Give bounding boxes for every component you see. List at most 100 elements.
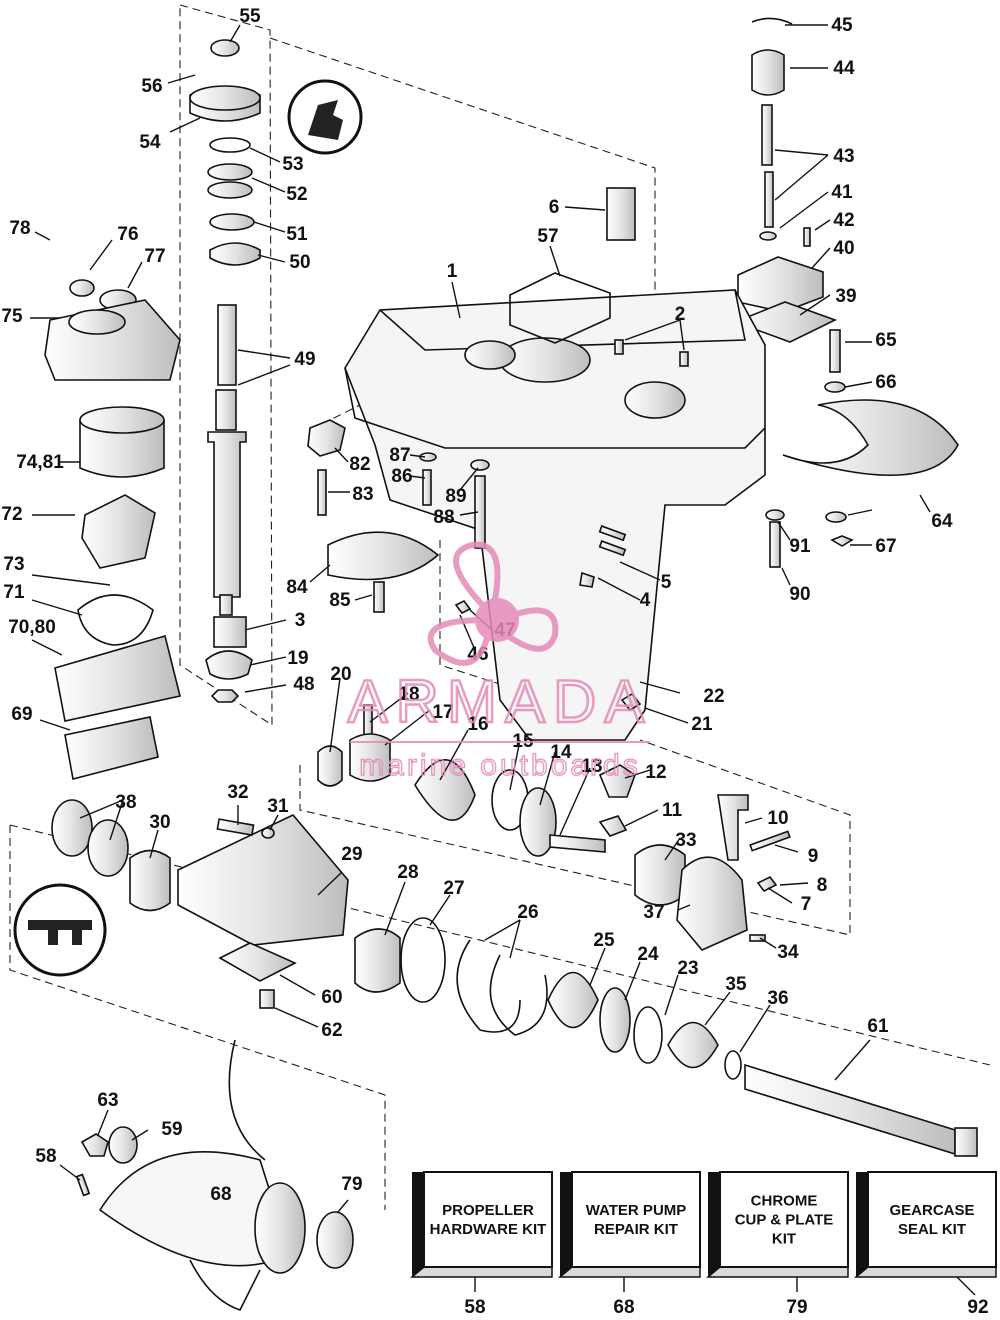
kit-box-bottom: [557, 1266, 701, 1278]
kit-title-line: WATER PUMP: [586, 1202, 687, 1219]
part-label-1: 1: [447, 261, 458, 282]
part-label-32: 32: [227, 782, 248, 803]
part-label-28: 28: [397, 862, 418, 883]
part-label-10: 10: [767, 808, 788, 829]
part-label-14: 14: [550, 742, 572, 763]
part-label-45: 45: [831, 15, 853, 36]
part-label-60: 60: [321, 987, 342, 1008]
part-label-9: 9: [808, 846, 819, 867]
part-label-8: 8: [817, 875, 828, 896]
part-label-26: 26: [517, 902, 538, 923]
part-label-56: 56: [141, 76, 162, 97]
kit-title-line: KIT: [772, 1231, 796, 1248]
kit-box-face: [719, 1171, 849, 1268]
part-label-83: 83: [352, 484, 373, 505]
part-label-53: 53: [282, 154, 303, 175]
part-label-90: 90: [789, 584, 810, 605]
part-label-3: 3: [295, 610, 306, 631]
part-label-54: 54: [139, 132, 161, 153]
part-label-87: 87: [389, 445, 410, 466]
part-label-12: 12: [645, 762, 666, 783]
part-label-84: 84: [286, 577, 308, 598]
part-label-92: 92: [0, 0, 11, 5]
armada-watermark: ARMADA marine outboards: [346, 541, 653, 783]
kit-number-79: 79: [786, 1297, 807, 1318]
part-label-34: 34: [777, 942, 799, 963]
part-label-78: 78: [9, 218, 30, 239]
part-label-52: 52: [286, 184, 307, 205]
kit-box-bottom: [705, 1266, 849, 1278]
part-label-7: 7: [801, 894, 812, 915]
part-label-41: 41: [831, 182, 853, 203]
part-label-66: 66: [875, 372, 896, 393]
kit-title-line: SEAL KIT: [898, 1221, 966, 1238]
kit-number-68: 68: [613, 1297, 634, 1318]
part-label-61: 61: [867, 1016, 889, 1037]
kit-box-face: [423, 1171, 553, 1268]
part-label-4: 4: [640, 590, 651, 611]
part-label-62: 62: [321, 1020, 342, 1041]
part-label-69: 69: [11, 704, 32, 725]
part-label-5: 5: [661, 572, 672, 593]
part-label-79: 79: [341, 1174, 362, 1195]
grease-seal-icon: [13, 883, 107, 977]
kit-box-side: [560, 1172, 572, 1277]
kit-number-58: 58: [464, 1297, 485, 1318]
part-label-33: 33: [675, 830, 696, 851]
part-label-16: 16: [467, 714, 488, 735]
part-label-42: 42: [833, 210, 854, 231]
part-label-39: 39: [835, 286, 856, 307]
part-label-86: 86: [391, 466, 412, 487]
part-label-24: 24: [637, 944, 659, 965]
part-label-20: 20: [330, 664, 351, 685]
part-label-30: 30: [149, 812, 170, 833]
part-label-36: 36: [767, 988, 788, 1009]
part-label-11: 11: [662, 800, 683, 821]
sealant-tube-icon: [287, 79, 363, 155]
part-label-43: 43: [833, 146, 854, 167]
parts-drawing: [44, 17, 978, 1311]
part-label-65: 65: [875, 330, 897, 351]
part-label-68: 68: [210, 1184, 231, 1205]
part-label-89: 89: [445, 486, 466, 507]
part-label-21: 21: [691, 714, 713, 735]
part-label-22: 22: [703, 686, 724, 707]
part-label-29: 29: [341, 844, 362, 865]
watermark-brand: ARMADA: [348, 668, 653, 735]
part-label-40: 40: [833, 238, 854, 259]
part-label-23: 23: [677, 958, 698, 979]
kit-box-bottom: [853, 1266, 997, 1278]
leader-lines: [30, 24, 976, 1296]
part-label-74-81: 74,81: [16, 452, 64, 473]
part-label-76: 76: [117, 224, 138, 245]
kit-title-line: HARDWARE KIT: [430, 1221, 547, 1238]
part-label-50: 50: [289, 252, 310, 273]
part-label-75: 75: [1, 306, 23, 327]
part-label-88: 88: [433, 507, 454, 528]
part-label-63: 63: [97, 1090, 118, 1111]
part-label-37: 37: [643, 902, 664, 923]
part-label-35: 35: [725, 974, 747, 995]
part-label-2: 2: [675, 304, 686, 325]
part-label-19: 19: [287, 648, 308, 669]
part-label-57: 57: [537, 226, 558, 247]
kit-number-92: 92: [967, 1297, 988, 1318]
part-label-59: 59: [161, 1119, 182, 1140]
part-label-58: 58: [35, 1146, 56, 1167]
logo-hub: [475, 598, 519, 642]
part-label-13: 13: [581, 756, 602, 777]
part-label-91: 91: [789, 536, 811, 557]
kit-box-bottom: [409, 1266, 553, 1278]
part-label-85: 85: [329, 590, 351, 611]
part-label-27: 27: [443, 878, 464, 899]
part-label-6: 6: [549, 197, 560, 218]
part-label-70-80: 70,80: [8, 617, 56, 638]
kit-box-side: [708, 1172, 720, 1277]
kit-title-line: CUP & PLATE: [735, 1212, 834, 1229]
part-label-72: 72: [1, 504, 22, 525]
